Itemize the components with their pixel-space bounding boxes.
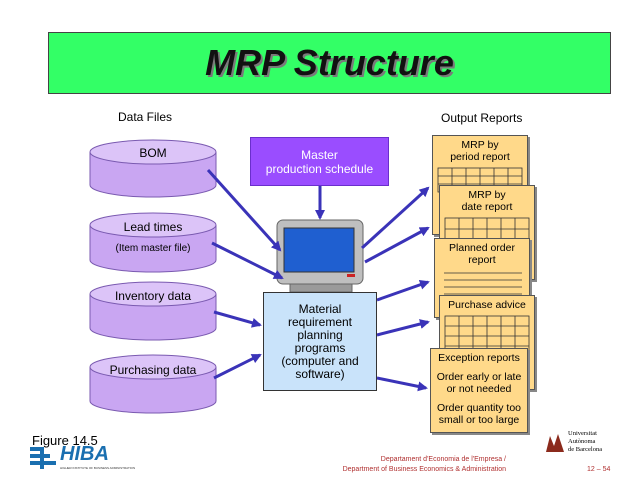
data-file-purchasing: Purchasing data [109,363,197,377]
department-line-2: Department of Business Economics & Admin… [342,466,506,473]
arrow-purchasing [213,353,262,380]
report-period-line2: period report [450,151,510,163]
exception-item-1a: Order early or late [436,371,522,383]
uab-logo-text: Universitat Autònoma de Barcelona [568,430,602,454]
mrp-programs-box: Material requirement planning programs (… [263,292,377,391]
exception-item-2b: small or too large [438,414,520,426]
cylinder-lead-times [89,212,217,273]
mrp-line: software) [295,366,345,381]
arrow-lead-times [211,241,284,280]
data-file-lead-times-sub: (Item master file) [115,243,191,254]
output-reports-header: Output Reports [441,111,523,125]
mrp-line: Material [298,301,342,316]
figure-caption: Figure 14.5 [32,433,98,448]
hiba-logo: HIBA HIGHER INSTITUTE OF BUSINESS ADMINI… [30,443,135,473]
page-title: MRP Structure [205,42,454,83]
uab-line-3: de Barcelona [568,446,603,453]
exception-item-2a: Order quantity too [436,402,522,414]
report-planned-line1: Planned order [449,242,515,254]
uab-logo-icon [546,434,564,452]
mps-line-2: production schedule [265,161,374,176]
data-file-bom: BOM [139,146,167,160]
hiba-logo-subtext: HIGHER INSTITUTE OF BUSINESS ADMINISTRAT… [60,466,136,470]
report-exception: Exception reports Order early or late or… [430,348,528,433]
report-planned-line2: report [468,254,496,266]
hiba-logo-text: HIBA [60,443,109,465]
mrp-line: (computer and [281,353,359,368]
exception-title: Exception reports [438,352,520,364]
data-files-header: Data Files [118,110,173,124]
arrow-report-planned [376,279,430,302]
data-file-lead-times: Lead times [123,220,183,234]
report-purchase-line1: Purchase advice [448,299,526,311]
report-period-line1: MRP by [461,139,499,151]
cylinder-bom [89,139,217,198]
report-purchase-grid [444,315,530,357]
arrow-report-date [364,226,430,264]
report-date-line2: date report [461,201,513,213]
title-banner: MRP Structure [48,32,611,94]
mps-line-1: Master [301,147,338,162]
data-file-inventory: Inventory data [114,289,192,303]
uab-line-1: Universitat [568,430,597,437]
master-production-schedule: Master production schedule [250,137,389,186]
cylinder-purchasing [89,354,217,414]
mrp-line: programs [294,340,346,355]
arrow-bom [206,168,282,252]
arrow-report-purchase [376,319,430,337]
arrow-report-exception [376,376,428,392]
page-number: 12 – 54 [587,466,611,473]
arrow-report-period [360,186,430,250]
cylinder-inventory [89,281,217,341]
computer-icon [276,219,364,293]
mrp-line: requirement [287,314,353,329]
department-line-1: Departament d'Economia de l'Empresa / [380,456,506,463]
mrp-line: planning [297,327,343,342]
uab-line-2: Autònoma [568,438,596,445]
report-planned-lines [444,272,522,295]
arrow-inventory [213,310,262,328]
exception-item-1b: or not needed [446,383,512,395]
report-date-line1: MRP by [468,189,506,201]
hiba-logo-mark-icon [30,447,56,469]
